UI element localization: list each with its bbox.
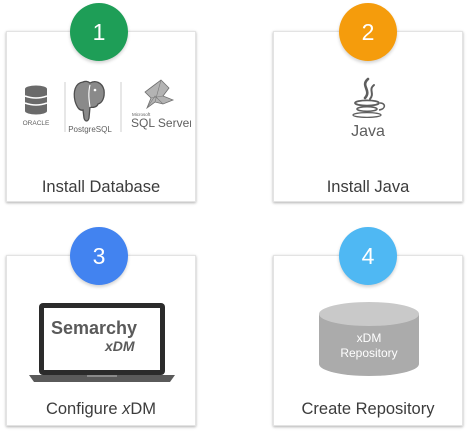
step-title-xdm: xDM [122,400,157,418]
repository-cylinder-icon: xDM Repository [317,300,421,385]
oracle-label: ORACLE [23,120,50,127]
step-badge-1: 1 [70,3,128,61]
repository-label-line2: Repository [340,346,397,360]
step-title: Install Database [41,178,161,196]
step-title-prefix: Configure [45,400,123,418]
postgresql-label: PostgreSQL [68,125,112,134]
xdm-wordmark: xDM [104,338,135,354]
sql-server-logo-icon: Microsoft SQL Server [131,79,193,130]
database-logos: ORACLE PostgreSQL Microsoft SQL Server [13,76,193,141]
step-badge-4: 4 [339,227,397,285]
step-title: Configure xDM [7,400,195,419]
semarchy-wordmark: Semarchy [51,318,137,338]
step-badge-2: 2 [339,3,397,61]
java-logo-icon: Java [346,76,392,147]
step-title: Install Java [326,178,410,196]
step-title: Create Repository [301,400,435,418]
oracle-logo-icon: ORACLE [23,85,50,127]
sql-server-label: SQL Server [131,116,191,130]
step-badge-3: 3 [70,227,128,285]
repository-label-line1: xDM [357,331,382,345]
postgresql-logo-icon: PostgreSQL [68,80,112,134]
microsoft-label: Microsoft [132,112,151,117]
java-label: Java [351,123,385,140]
step-card-configure-xdm: Semarchy xDM Configure xDM [6,255,196,426]
laptop-icon: Semarchy xDM [29,301,175,388]
